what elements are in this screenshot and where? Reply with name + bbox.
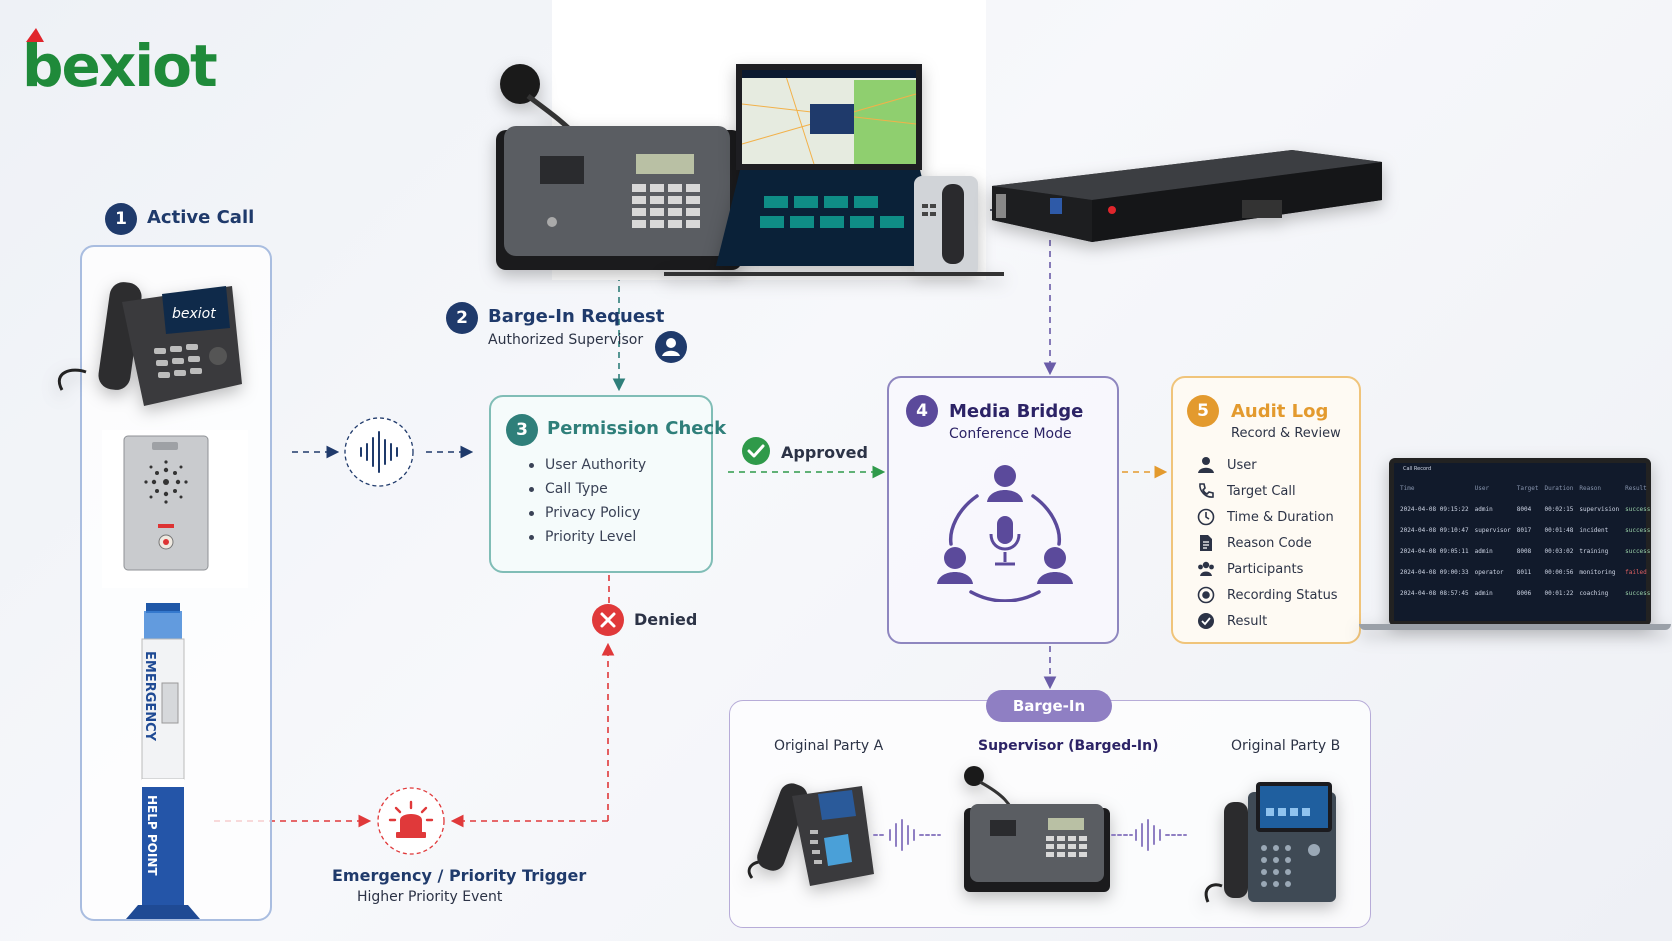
alarm-siren-icon [377,787,445,855]
check-circle-icon [1198,613,1214,629]
step4-number: 4 [906,395,938,427]
wave-icon-right [1111,819,1187,851]
party-b-label: Original Party B [1231,738,1341,754]
step4-title: Media Bridge [949,401,1084,422]
audit-item-label: Result [1227,613,1268,629]
phone-call-icon [1199,483,1214,498]
audit-item-recording-status: Recording Status [1197,583,1338,607]
paging-console-device [496,64,742,270]
supervisor-label: Supervisor (Barged-In) [978,738,1159,754]
audit-item-label: Target Call [1227,483,1296,499]
step2-number: 2 [446,302,478,334]
th-time: Time [1400,485,1415,492]
table-header-row: Time User Target Duration Reason Result [1397,478,1653,499]
wave-icon-left [873,819,941,851]
step5-number: 5 [1187,395,1219,427]
laptop-screen [1389,458,1651,626]
laptop-base [1359,624,1671,630]
logo-text: bexiot [22,32,217,94]
supervisor-user-icon [655,331,687,363]
audit-item-user: User [1197,453,1257,477]
step3-title: Permission Check [547,418,727,439]
audit-log-card: 5 Audit Log Record & Review User Target … [1171,376,1361,644]
party-b-phone-device [1204,782,1336,903]
call-record-table: Time User Target Duration Reason Result … [1397,478,1653,604]
document-icon [1200,535,1212,551]
step1-title: Active Call [147,207,255,228]
audit-item-target-call: Target Call [1197,479,1296,503]
step1-number: 1 [105,203,137,235]
media-bridge-card: 4 Media Bridge Conference Mode [887,376,1119,644]
audit-item-label: Time & Duration [1227,509,1334,525]
check-item-privacy-policy: Privacy Policy [527,501,646,525]
user-icon [1198,457,1214,473]
th-user: User [1474,485,1490,492]
step5-title: Audit Log [1231,401,1329,422]
dispatch-console-device [664,64,1004,276]
check-item-user-authority: User Authority [527,453,646,477]
door-intercom-device [123,435,209,571]
audit-item-participants: Participants [1197,557,1303,581]
check-item-priority-level: Priority Level [527,525,646,549]
group-icon [1198,561,1214,576]
approved-label: Approved [781,443,868,462]
check-item-call-type: Call Type [527,477,646,501]
emergency-subtitle: Higher Priority Event [357,889,503,905]
audit-item-label: User [1227,457,1257,473]
denied-x-icon [592,604,624,636]
audit-laptop: Call Record Time User Target Duration Re… [1359,458,1671,630]
audio-wave-icon [344,417,414,487]
party-a-phone-device [747,783,874,886]
server-appliance [992,150,1382,242]
audit-item-label: Participants [1227,561,1304,577]
conference-icon [937,465,1073,602]
phone-brand-label: bexiot [172,306,216,322]
step3-number: 3 [506,414,538,446]
audit-item-time-duration: Time & Duration [1197,505,1334,529]
barge-in-pill: Barge-In [986,690,1112,722]
permission-check-card: 3 Permission Check User Authority Call T… [489,395,726,573]
pillar-top-label: EMERGENCY [142,651,157,742]
pillar-bottom-label: HELP POINT [145,795,159,876]
audit-item-result: Result [1197,609,1267,633]
approved-check-icon [742,437,770,465]
audit-item-reason-code: Reason Code [1197,531,1312,555]
supervisor-console-device [964,766,1110,892]
screen-title: Call Record [1403,466,1432,472]
step5-subtitle: Record & Review [1231,426,1341,441]
step2-title: Barge-In Request [488,306,665,327]
record-icon [1197,586,1215,604]
audit-item-label: Recording Status [1227,587,1338,603]
step2-subtitle: Authorized Supervisor [488,332,644,348]
audit-item-label: Reason Code [1227,535,1312,551]
denied-label: Denied [634,610,698,629]
emergency-help-pillar: EMERGENCY HELP POINT [126,603,200,919]
clock-icon [1197,508,1215,526]
th-result: Result [1625,485,1647,492]
th-target: Target [1516,485,1539,492]
th-reason: Reason [1579,485,1602,492]
th-duration: Duration [1544,485,1574,492]
brand-logo: bexiot [22,24,232,100]
permission-check-list: User Authority Call Type Privacy Policy … [527,453,646,549]
desk-phone-device: bexiot [58,282,242,406]
party-a-label: Original Party A [774,738,884,754]
step4-subtitle: Conference Mode [949,426,1072,442]
emergency-title: Emergency / Priority Trigger [332,866,587,885]
